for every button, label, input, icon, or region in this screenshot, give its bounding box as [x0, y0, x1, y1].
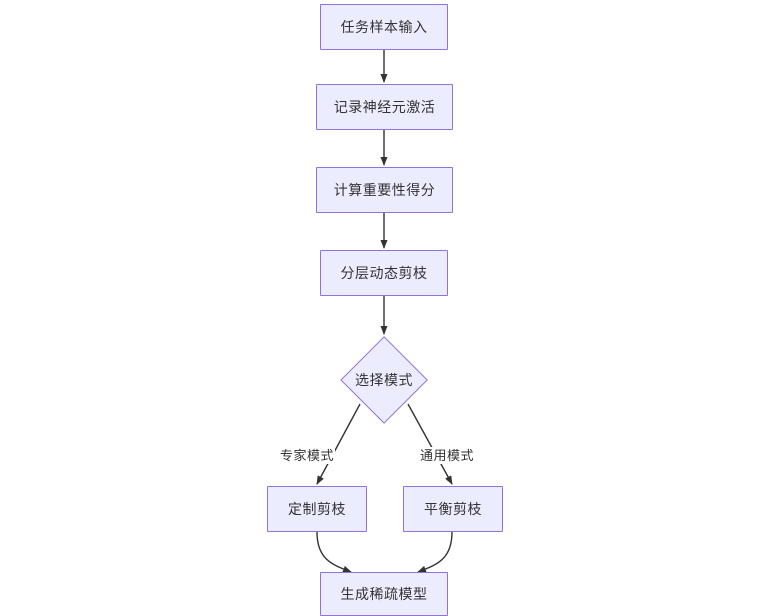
node-label: 生成稀疏模型	[340, 586, 428, 602]
edge-n5-n7	[407, 403, 453, 485]
node-record-neuron-activation[interactable]: 记录神经元激活	[316, 84, 453, 130]
edge-label-text: 通用模式	[420, 448, 475, 463]
node-select-mode-decision[interactable]: 选择模式	[340, 336, 428, 424]
node-label: 定制剪枝	[288, 501, 346, 517]
node-custom-pruning[interactable]: 定制剪枝	[267, 486, 367, 532]
edge-n7-n8	[417, 531, 453, 573]
edge-n6-n8	[316, 531, 352, 573]
node-generate-sparse-model[interactable]: 生成稀疏模型	[320, 572, 448, 616]
node-compute-importance-score[interactable]: 计算重要性得分	[316, 167, 453, 213]
node-balanced-pruning[interactable]: 平衡剪枝	[403, 486, 503, 532]
node-label: 分层动态剪枝	[340, 265, 428, 281]
edge-label-general-mode: 通用模式	[419, 447, 476, 464]
node-label: 选择模式	[355, 372, 413, 388]
node-task-sample-input[interactable]: 任务样本输入	[320, 4, 448, 50]
edge-label-expert-mode: 专家模式	[279, 447, 336, 464]
node-layered-dynamic-pruning[interactable]: 分层动态剪枝	[320, 250, 448, 296]
edge-label-text: 专家模式	[280, 448, 335, 463]
node-label: 平衡剪枝	[424, 501, 482, 517]
node-label: 计算重要性得分	[333, 182, 436, 198]
edge-n5-n6	[316, 403, 361, 485]
node-label: 任务样本输入	[340, 19, 428, 35]
node-label: 记录神经元激活	[333, 99, 436, 115]
